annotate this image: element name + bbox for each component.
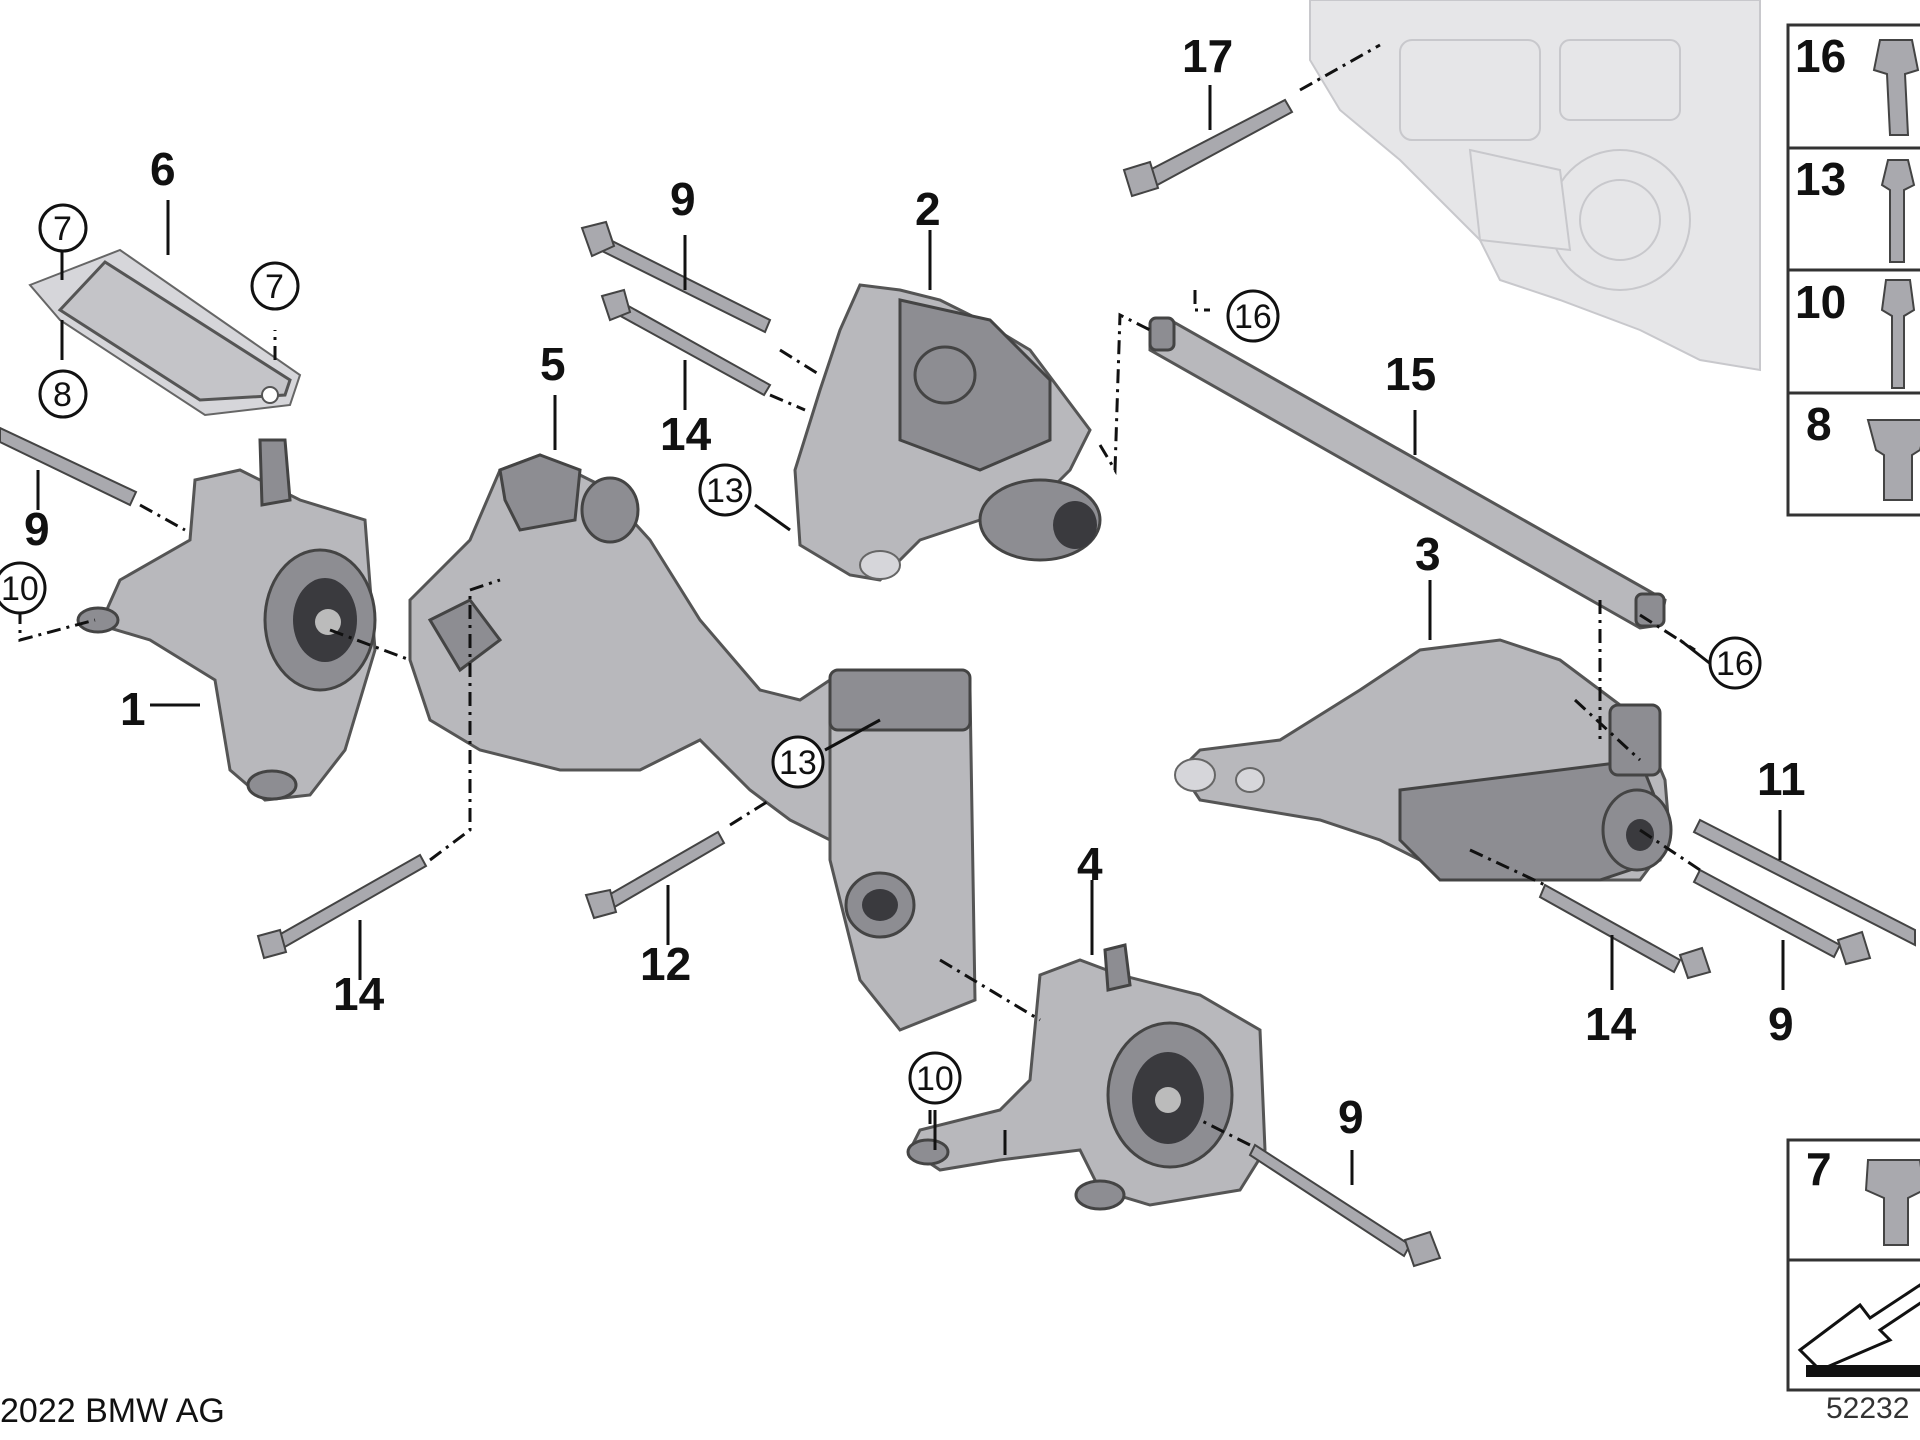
orientation-arrow-icon <box>1797 1283 1920 1377</box>
bolt-14-lower-left[interactable] <box>256 853 428 960</box>
bolt-9-lower-center[interactable] <box>1248 1143 1442 1268</box>
copyright-text: 2022 BMW AG <box>0 1392 225 1430</box>
callout-12: 12 <box>640 938 691 990</box>
engine-background <box>1309 0 1761 372</box>
callouts: 6 7 7 8 9 10 1 5 9 14 13 2 17 16 15 3 16… <box>0 30 1806 1143</box>
bolt-12[interactable] <box>584 830 726 920</box>
bracket-plate-6[interactable] <box>28 248 302 417</box>
legend-row-label-8: 8 <box>1806 398 1832 450</box>
assembly-lines <box>18 43 1701 1147</box>
callout-10-lower: 10 <box>916 1060 954 1098</box>
engine-mount-4[interactable] <box>906 943 1267 1211</box>
callout-14-lower-left: 14 <box>333 968 385 1020</box>
callout-5: 5 <box>540 338 566 390</box>
callout-1: 1 <box>120 683 146 735</box>
legend-row-label-13: 13 <box>1795 153 1846 205</box>
bolt-13-icon <box>1880 159 1916 263</box>
fastener-legend-top: 16 13 10 8 <box>1786 23 1920 517</box>
fastener-legend-bottom: 7 <box>1786 1138 1920 1392</box>
callout-8: 8 <box>53 376 72 414</box>
bracket-with-actuator-2[interactable] <box>793 283 1102 582</box>
callout-7-right: 7 <box>265 268 284 306</box>
legend-row-label-7: 7 <box>1806 1143 1832 1195</box>
callout-17: 17 <box>1182 30 1233 82</box>
callout-4: 4 <box>1077 838 1103 890</box>
callout-13-lower: 13 <box>779 744 817 782</box>
callout-16-lower: 16 <box>1716 645 1754 683</box>
diagram-number: 52232 <box>1826 1392 1910 1425</box>
engine-mount-1[interactable] <box>76 438 377 802</box>
bolt-9-upper-left[interactable] <box>0 426 138 507</box>
callout-14-lower-right: 14 <box>1585 998 1637 1050</box>
bolt-7-icon <box>1864 1159 1920 1246</box>
callout-9-lower-right: 9 <box>1768 998 1794 1050</box>
bolt-11[interactable] <box>1692 818 1916 947</box>
callout-14-upper: 14 <box>660 408 712 460</box>
callout-10-left: 10 <box>1 570 39 608</box>
callout-2: 2 <box>915 183 941 235</box>
bolt-17[interactable] <box>1122 98 1294 198</box>
bolt-10-icon <box>1880 279 1916 389</box>
bolt-14-lower-right[interactable] <box>1538 883 1712 980</box>
legend-row-label-10: 10 <box>1795 276 1846 328</box>
bolts <box>0 98 1916 1268</box>
callout-11: 11 <box>1757 753 1806 805</box>
callout-6: 6 <box>150 143 176 195</box>
bolt-14-upper[interactable] <box>600 288 772 397</box>
nut-8-icon <box>1866 419 1920 501</box>
callout-16-upper: 16 <box>1234 298 1272 336</box>
callout-7-left: 7 <box>53 210 72 248</box>
engine-mount-3[interactable] <box>1174 638 1673 882</box>
callout-9-lower-center: 9 <box>1338 1091 1364 1143</box>
bolt-16-icon <box>1872 39 1920 136</box>
callout-9-upper-center: 9 <box>670 173 696 225</box>
callout-3: 3 <box>1415 528 1441 580</box>
legend-row-label-16: 16 <box>1795 30 1846 82</box>
callout-9-upper-left: 9 <box>24 503 50 555</box>
callout-15: 15 <box>1385 348 1436 400</box>
bolt-9-lower-right[interactable] <box>1692 868 1872 966</box>
callout-13-upper: 13 <box>706 472 744 510</box>
